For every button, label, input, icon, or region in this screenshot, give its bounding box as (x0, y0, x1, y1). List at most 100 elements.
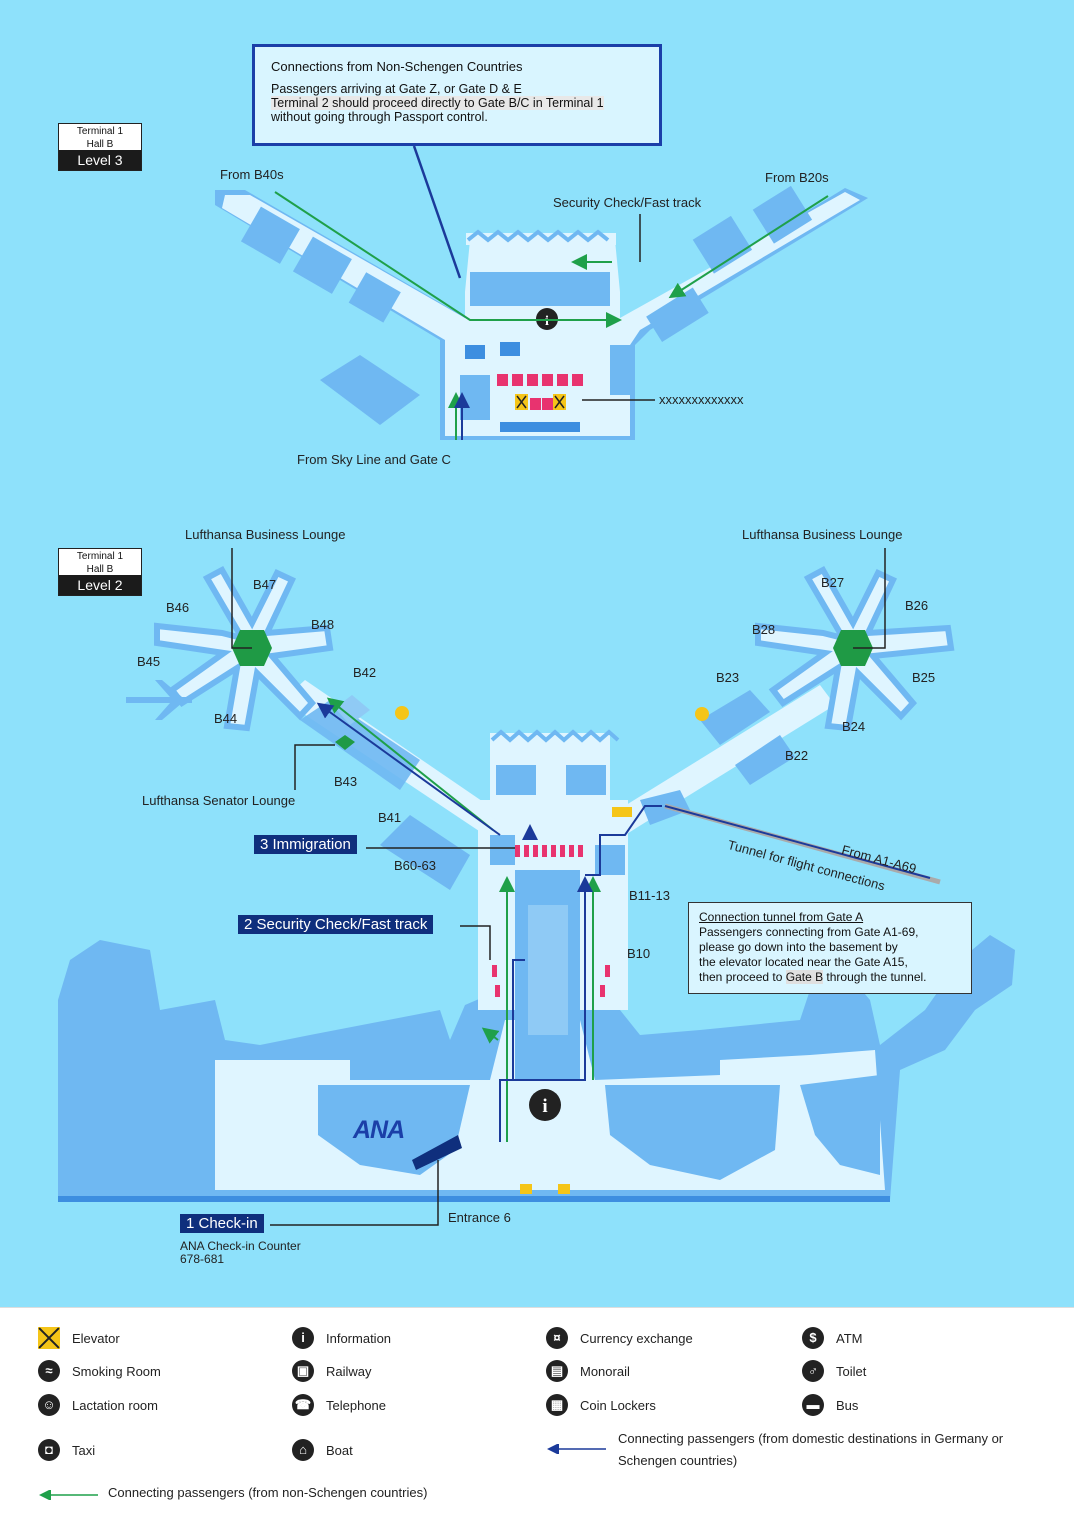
gate-b45: B45 (137, 654, 161, 669)
legend-currency-label: Currency exchange (580, 1330, 693, 1346)
telephone-icon: ☎ (292, 1394, 314, 1416)
legend-lockers-label: Coin Lockers (580, 1397, 656, 1413)
legend-railway-label: Railway (326, 1363, 372, 1379)
plane-icon (126, 680, 192, 720)
level2-badge-terminal: Terminal 1 (76, 551, 124, 562)
level2-routes (231, 548, 941, 1226)
gate-b26: B26 (905, 598, 929, 613)
level3-badge-terminal: Terminal 1 (76, 126, 124, 137)
railway-icon: ▣ (292, 1360, 314, 1382)
lactation-room-icon: ☺ (38, 1394, 60, 1416)
legend-telephone: ☎ Telephone (292, 1394, 386, 1416)
label-from-b40s: From B40s (220, 167, 284, 182)
level3-floorplan: i (215, 185, 868, 440)
gate-b27: B27 (821, 575, 845, 590)
label-from-b20s: From B20s (765, 170, 829, 185)
legend-toilet-label: Toilet (836, 1363, 867, 1379)
terminal-map: i (0, 0, 1074, 1307)
level3-badge-level: Level 3 (59, 150, 141, 170)
gate-b23: B23 (716, 670, 740, 685)
monorail-icon: ▤ (546, 1360, 568, 1382)
legend-taxi-label: Taxi (72, 1442, 96, 1458)
taxi-icon: ◘ (38, 1439, 60, 1461)
legend-green-route: Connecting passengers (from non-Schengen… (108, 1485, 428, 1500)
legend-telephone-label: Telephone (326, 1397, 386, 1413)
tunnel-note: Connection tunnel from Gate A Passengers… (688, 902, 972, 994)
legend-smoking: ≈Smoking Room (38, 1360, 161, 1382)
note-line-1: Passengers connecting from Gate A1-69, (699, 925, 919, 939)
note-line-3: the elevator located near the Gate A15, (699, 955, 908, 969)
legend: Elevator i Information ¤ Currency exchange… (0, 1307, 1074, 1528)
senator-lounge-marker (335, 735, 355, 750)
bus-icon: ▬ (802, 1394, 824, 1416)
legend-bus-label: Bus (836, 1397, 859, 1413)
legend-monorail: ▤ Monorail (546, 1360, 630, 1382)
level3-badge: Terminal 1 Hall B Level 3 (58, 123, 142, 171)
legend-bus: ▬ Bus (802, 1394, 858, 1416)
label-lounge-right: Lufthansa Business Lounge (742, 527, 903, 542)
gate-b42: B42 (353, 665, 377, 680)
legend-boat-label: Boat (326, 1442, 353, 1458)
legend-atm-label: ATM (836, 1330, 863, 1346)
level2-badge: Terminal 1 Hall B Level 2 (58, 548, 142, 596)
step-checkin: 1 Check-in (180, 1214, 264, 1233)
gate-b10: B10 (627, 946, 651, 961)
legend-atm: $ ATM (802, 1327, 862, 1349)
label-checkin-counter: ANA Check-in Counter (180, 1239, 301, 1253)
gate-b22: B22 (785, 748, 809, 763)
legend-information: i Information (292, 1327, 391, 1349)
gate-b44: B44 (214, 711, 238, 726)
gate-b47: B47 (253, 577, 277, 592)
legend-information-label: Information (326, 1330, 392, 1346)
non-schengen-callout: Connections from Non-Schengen Countries … (252, 44, 662, 146)
note-line-4: then proceed to Gate B through the tunne… (699, 970, 961, 985)
legend-blue-route: Connecting passengers (from domestic des… (618, 1431, 1004, 1468)
step-security: 2 Security Check/Fast track (238, 915, 434, 934)
gate-b43: B43 (334, 774, 358, 789)
level2-floorplan: i (58, 565, 1015, 1202)
note-line-4-c: through the tunnel. (823, 970, 927, 984)
ana-logo: ANA (353, 1116, 405, 1144)
gate-b41: B41 (378, 810, 402, 825)
label-entrance-6: Entrance 6 (448, 1210, 511, 1225)
smoking-room-icon: ≈ (38, 1360, 60, 1382)
note-line-4-a: then proceed to (699, 970, 786, 984)
legend-boat: ⌂Boat (292, 1439, 353, 1461)
label-security-l3: Security Check/Fast track (553, 195, 702, 210)
elevator-icons (395, 706, 709, 1194)
callout-title: Connections from Non-Schengen Countries (271, 59, 523, 74)
atm-icon: $ (802, 1327, 824, 1349)
callout-line-3: without going through Passport control. (271, 110, 488, 124)
information-icon: i (292, 1327, 314, 1349)
level3-routes (274, 145, 829, 440)
legend-monorail-label: Monorail (580, 1363, 630, 1379)
legend-currency: ¤ Currency exchange (546, 1327, 693, 1349)
note-line-2: please go down into the basement by (699, 940, 898, 954)
gate-b28: B28 (752, 622, 776, 637)
callout-line-2: Terminal 2 should proceed directly to Ga… (271, 96, 604, 110)
legend-lactation-label: Lactation room (72, 1397, 158, 1413)
callout-line-1: Passengers arriving at Gate Z, or Gate D… (271, 82, 522, 96)
legend-elevator-label: Elevator (72, 1330, 120, 1346)
gate-b24: B24 (842, 719, 866, 734)
level2-badge-level: Level 2 (59, 575, 141, 595)
legend-toilet: ♂ Toilet (802, 1360, 866, 1382)
gate-b46: B46 (166, 600, 190, 615)
elevator-icon (38, 1327, 60, 1349)
legend-taxi: ◘ Taxi (38, 1439, 95, 1461)
step-immigration: 3 Immigration (254, 835, 357, 854)
toilet-icon: ♂ (802, 1360, 824, 1382)
svg-text:i: i (542, 1096, 547, 1117)
level2-badge-hall: Hall B (86, 564, 114, 575)
legend-lactation: ☺ Lactation room (38, 1394, 158, 1416)
svg-text:i: i (545, 314, 549, 329)
gate-b60-63: B60-63 (394, 858, 436, 873)
gate-b25: B25 (912, 670, 936, 685)
note-line-4-b: Gate B (785, 970, 824, 984)
legend-lockers: ▦Coin Lockers (546, 1394, 656, 1416)
legend-elevator: Elevator (38, 1327, 120, 1349)
label-checkin-numbers: 678-681 (180, 1252, 225, 1266)
map-drawing: i (58, 145, 1015, 1226)
label-senator-lounge: Lufthansa Senator Lounge (142, 793, 296, 808)
currency-exchange-icon: ¤ (546, 1327, 568, 1349)
